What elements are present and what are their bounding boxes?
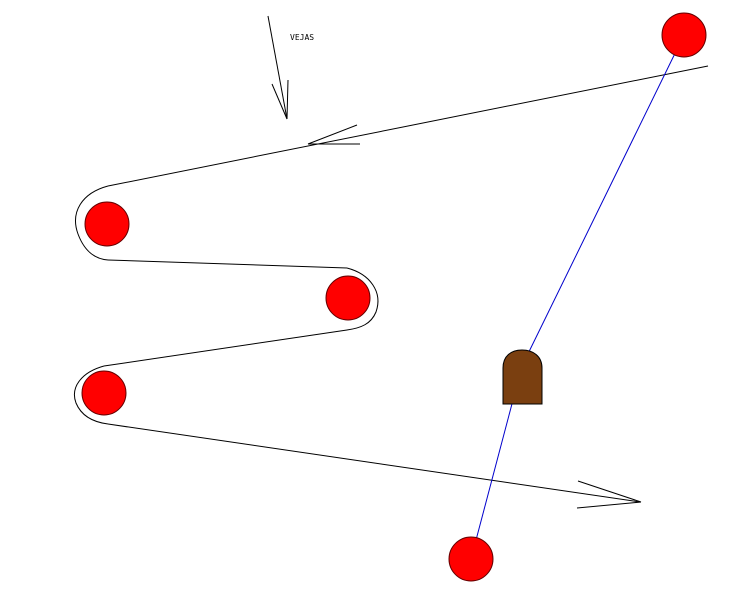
support-line [470, 34, 685, 560]
rope [74, 65, 709, 503]
pulley-top-right-icon [661, 12, 707, 58]
pulley-left-2-icon [81, 370, 127, 416]
rope-arrow-top-icon [307, 124, 360, 145]
weight-block-icon [502, 349, 543, 405]
wind-label: VEJAS [290, 33, 314, 42]
pulley-bottom-icon [448, 536, 494, 582]
pulley-right-middle-icon [325, 275, 371, 321]
pulley-left-1-icon [84, 201, 130, 247]
wind-arrow-icon [267, 15, 289, 120]
rope-arrow-bottom-icon [576, 480, 642, 509]
